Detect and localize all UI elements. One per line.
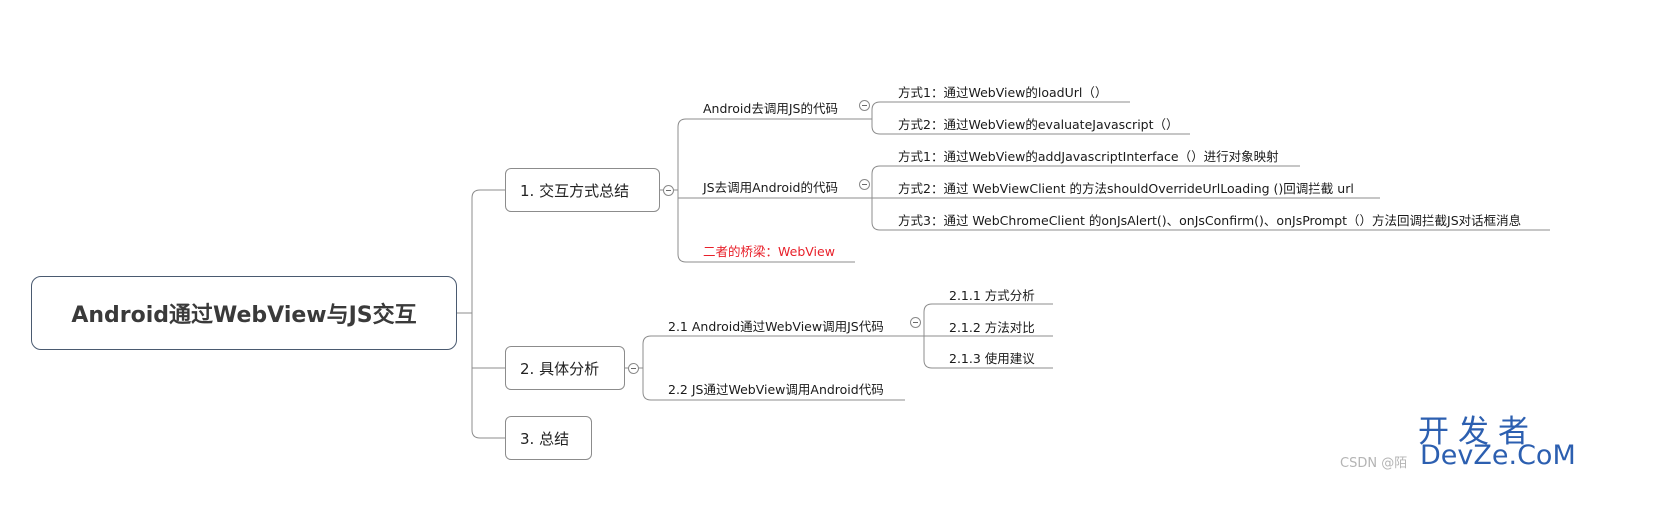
collapse-toggle-icon[interactable] — [910, 317, 921, 328]
branch-interaction-summary-label: 1. 交互方式总结 — [520, 181, 630, 200]
branch-detailed-analysis-label: 2. 具体分析 — [520, 359, 600, 378]
csdn-watermark: CSDN @陌 — [1340, 456, 1408, 471]
topic-js-calls-android[interactable]: JS去调用Android的代码 — [703, 180, 838, 195]
topic-method-loadurl[interactable]: 方式1：通过WebView的loadUrl（） — [898, 85, 1108, 100]
root-topic[interactable]: Android通过WebView与JS交互 — [31, 276, 457, 350]
root-topic-label: Android通过WebView与JS交互 — [71, 303, 417, 328]
branch-summary-label: 3. 总结 — [520, 429, 570, 448]
topic-method-analysis[interactable]: 2.1.1 方式分析 — [949, 288, 1035, 303]
topic-usage-suggestion[interactable]: 2.1.3 使用建议 — [949, 351, 1035, 366]
site-watermark-cn: 开发者 — [1418, 414, 1538, 450]
branch-interaction-summary[interactable]: 1. 交互方式总结 — [505, 168, 660, 212]
site-watermark-en: DevZe.CoM — [1420, 440, 1576, 471]
topic-android-calls-js-code[interactable]: 2.1 Android通过WebView调用JS代码 — [668, 319, 884, 334]
collapse-toggle-icon[interactable] — [859, 100, 870, 111]
topic-method-shouldoverrideurlloading[interactable]: 方式2：通过 WebViewClient 的方法shouldOverrideUr… — [898, 181, 1354, 196]
collapse-toggle-icon[interactable] — [859, 179, 870, 190]
topic-method-webchromeclient[interactable]: 方式3：通过 WebChromeClient 的onJsAlert()、onJs… — [898, 213, 1522, 228]
branch-summary[interactable]: 3. 总结 — [505, 416, 592, 460]
branch-detailed-analysis[interactable]: 2. 具体分析 — [505, 346, 625, 390]
collapse-toggle-icon[interactable] — [628, 363, 639, 374]
collapse-toggle-icon[interactable] — [663, 185, 674, 196]
topic-method-evaluatejavascript[interactable]: 方式2：通过WebView的evaluateJavascript（） — [898, 117, 1179, 132]
topic-android-calls-js[interactable]: Android去调用JS的代码 — [703, 101, 838, 116]
topic-method-addjavascriptinterface[interactable]: 方式1：通过WebView的addJavascriptInterface（）进行… — [898, 149, 1279, 164]
topic-method-comparison[interactable]: 2.1.2 方法对比 — [949, 320, 1035, 335]
topic-js-calls-android-code[interactable]: 2.2 JS通过WebView调用Android代码 — [668, 382, 884, 397]
topic-bridge-webview[interactable]: 二者的桥梁：WebView — [703, 244, 835, 259]
